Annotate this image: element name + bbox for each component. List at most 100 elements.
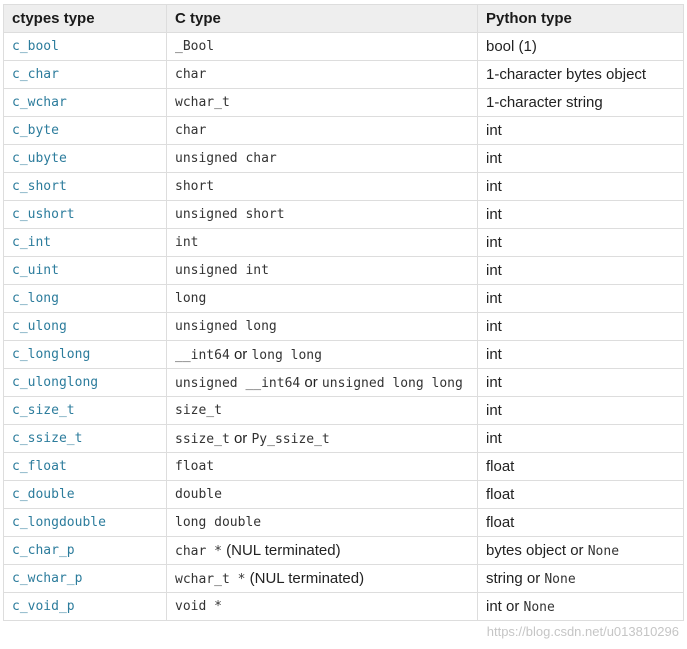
c-type-cell: unsigned long: [166, 312, 478, 341]
ctypes-type-cell[interactable]: c_ubyte: [3, 144, 167, 173]
code-fragment: int: [175, 235, 199, 250]
python-type-cell: int: [477, 284, 684, 313]
code-fragment: long double: [175, 515, 262, 530]
c-type-cell: _Bool: [166, 32, 478, 61]
table-row: c_longdouble long double float: [3, 508, 684, 537]
ctypes-type-cell[interactable]: c_byte: [3, 116, 167, 145]
python-type-cell: int: [477, 396, 684, 425]
ctypes-type-cell[interactable]: c_void_p: [3, 592, 167, 621]
ctypes-type-cell[interactable]: c_long: [3, 284, 167, 313]
ctypes-type-cell[interactable]: c_ssize_t: [3, 424, 167, 453]
code-fragment: unsigned short: [175, 207, 285, 222]
ctypes-type-cell[interactable]: c_float: [3, 452, 167, 481]
c-type-cell: unsigned short: [166, 200, 478, 229]
table-row: c_longlong__int64 or long long int: [3, 340, 684, 369]
code-fragment: unsigned long: [175, 319, 277, 334]
text-fragment: int: [486, 402, 502, 419]
ctypes-type-cell[interactable]: c_double: [3, 480, 167, 509]
text-fragment: bytes object or: [486, 542, 588, 559]
ctypes-type-cell[interactable]: c_int: [3, 228, 167, 257]
code-fragment: size_t: [175, 403, 222, 418]
ctypes-type-cell[interactable]: c_bool: [3, 32, 167, 61]
text-fragment: int: [486, 178, 502, 195]
python-type-cell: bool (1): [477, 32, 684, 61]
code-fragment: char: [175, 123, 207, 138]
c-type-cell: __int64 or long long: [166, 340, 478, 369]
code-fragment: Py_ssize_t: [251, 432, 330, 447]
text-fragment: int: [486, 206, 502, 223]
table-row: c_double double float: [3, 480, 684, 509]
c-type-cell: char * (NUL terminated): [166, 536, 478, 565]
code-fragment: void *: [175, 599, 222, 614]
code-fragment: char *: [175, 544, 222, 559]
text-fragment: float: [486, 514, 515, 531]
header-python-type: Python type: [477, 4, 684, 33]
ctypes-type-cell[interactable]: c_longdouble: [3, 508, 167, 537]
text-fragment: or: [300, 374, 322, 391]
python-type-cell: int: [477, 116, 684, 145]
text-fragment: float: [486, 486, 515, 503]
ctypes-type-cell[interactable]: c_char: [3, 60, 167, 89]
text-fragment: 1-character string: [486, 94, 603, 111]
text-fragment: int: [486, 318, 502, 335]
text-fragment: int: [486, 262, 502, 279]
text-fragment: (NUL terminated): [221, 542, 341, 559]
ctypes-type-cell[interactable]: c_wchar: [3, 88, 167, 117]
c-type-cell: ssize_t or Py_ssize_t: [166, 424, 478, 453]
ctypes-type-cell[interactable]: c_uint: [3, 256, 167, 285]
code-fragment: short: [175, 179, 215, 194]
python-type-cell: int: [477, 312, 684, 341]
code-fragment: ssize_t: [175, 432, 230, 447]
python-type-cell: int: [477, 144, 684, 173]
text-fragment: int or: [486, 598, 524, 615]
text-fragment: int: [486, 430, 502, 447]
code-fragment: long: [175, 291, 207, 306]
ctypes-type-cell[interactable]: c_longlong: [3, 340, 167, 369]
code-fragment: double: [175, 487, 222, 502]
ctypes-type-cell[interactable]: c_ulong: [3, 312, 167, 341]
python-type-cell: float: [477, 452, 684, 481]
code-fragment: unsigned int: [175, 263, 269, 278]
python-type-cell: 1-character string: [477, 88, 684, 117]
python-type-cell: int: [477, 228, 684, 257]
text-fragment: or: [229, 346, 252, 363]
ctypes-type-cell[interactable]: c_char_p: [3, 536, 167, 565]
ctypes-type-cell[interactable]: c_ushort: [3, 200, 167, 229]
c-type-cell: unsigned char: [166, 144, 478, 173]
c-type-cell: unsigned int: [166, 256, 478, 285]
c-type-cell: wchar_t: [166, 88, 478, 117]
text-fragment: int: [486, 290, 502, 307]
code-fragment: wchar_t: [175, 95, 230, 110]
ctypes-type-cell[interactable]: c_wchar_p: [3, 564, 167, 593]
watermark-text: https://blog.csdn.net/u013810296: [486, 624, 679, 639]
text-fragment: int: [486, 234, 502, 251]
table-row: c_long long int: [3, 284, 684, 313]
ctypes-type-cell[interactable]: c_size_t: [3, 396, 167, 425]
python-type-cell: int: [477, 340, 684, 369]
code-fragment: unsigned __int64: [175, 376, 301, 391]
text-fragment: int: [486, 374, 502, 391]
python-type-cell: int: [477, 368, 684, 397]
ctypes-type-cell[interactable]: c_short: [3, 172, 167, 201]
text-fragment: int: [486, 122, 502, 139]
text-fragment: bool (1): [486, 38, 537, 55]
python-type-cell: int: [477, 256, 684, 285]
text-fragment: 1-character bytes object: [486, 66, 647, 83]
code-fragment: float: [175, 459, 215, 474]
c-type-cell: void *: [166, 592, 478, 621]
table-row: c_bool_Bool bool (1): [3, 32, 684, 61]
python-type-cell: int: [477, 200, 684, 229]
text-fragment: int: [486, 346, 502, 363]
c-type-cell: wchar_t * (NUL terminated): [166, 564, 478, 593]
table-row: c_uint unsigned int int: [3, 256, 684, 285]
c-type-cell: char: [166, 116, 478, 145]
code-fragment: None: [587, 544, 620, 559]
python-type-cell: int: [477, 172, 684, 201]
text-fragment: or: [229, 430, 252, 447]
ctypes-type-cell[interactable]: c_ulonglong: [3, 368, 167, 397]
header-ctypes-type: ctypes type: [3, 4, 167, 33]
c-type-cell: long double: [166, 508, 478, 537]
